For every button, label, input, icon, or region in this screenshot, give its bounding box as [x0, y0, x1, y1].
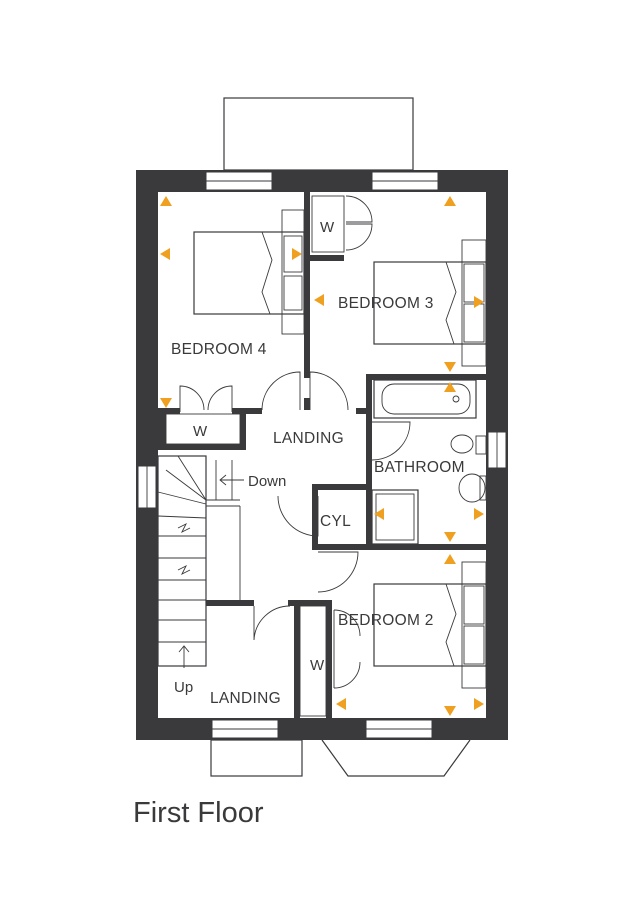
staircase — [157, 455, 241, 667]
windows — [137, 171, 507, 739]
basin — [458, 473, 487, 503]
room-label-bathroom: BATHROOM — [374, 459, 465, 476]
room-label-landing-lower: LANDING — [210, 690, 281, 707]
bed-bedroom4 — [193, 209, 305, 335]
wardrobe-bed3 — [311, 195, 373, 253]
stair-down-arrow — [219, 474, 244, 486]
wardrobe-label-bed4: W — [193, 423, 208, 440]
floor-title: First Floor — [133, 797, 264, 829]
dimension-arrows — [160, 196, 484, 716]
bed-bedroom3 — [373, 239, 487, 367]
stair-label-down: Down — [248, 473, 286, 490]
wardrobe-label-bed3: W — [320, 219, 335, 236]
room-label-bedroom4: BEDROOM 4 — [171, 341, 267, 358]
room-label-cylinder: CYL — [320, 513, 351, 530]
stair-up-arrow — [178, 645, 190, 668]
room-label-landing-upper: LANDING — [273, 430, 344, 447]
bottom-balcony — [210, 739, 303, 777]
internal-walls — [158, 192, 486, 718]
wardrobe-bed4 — [165, 385, 241, 445]
room-label-bedroom2: BEDROOM 2 — [338, 612, 434, 629]
wardrobe-label-bed2: W — [310, 657, 325, 674]
bay-window — [321, 739, 471, 777]
toilet — [450, 434, 487, 455]
bath — [373, 379, 477, 419]
room-label-bedroom3: BEDROOM 3 — [338, 295, 434, 312]
wardrobe-bed2 — [299, 605, 361, 717]
shower-tray — [371, 489, 419, 545]
doors — [253, 371, 411, 641]
stair-label-up: Up — [174, 679, 193, 696]
bed-bedroom2 — [373, 561, 487, 689]
top-balcony — [223, 97, 414, 171]
